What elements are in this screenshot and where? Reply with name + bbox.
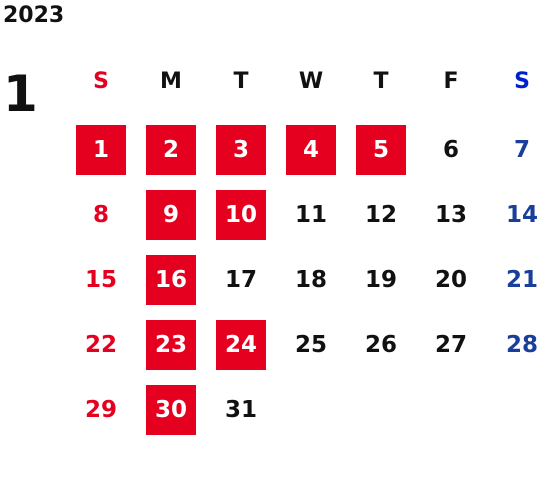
day-cell: 6 bbox=[442, 137, 459, 163]
holiday-highlight bbox=[216, 190, 266, 240]
month-number: 1 bbox=[3, 65, 38, 123]
day-cell: 3 bbox=[232, 137, 249, 163]
day-cell: 19 bbox=[364, 267, 397, 293]
holiday-highlight bbox=[146, 190, 196, 240]
day-cell: 31 bbox=[224, 397, 257, 423]
day-cell: 11 bbox=[294, 202, 327, 228]
day-cell: 8 bbox=[92, 202, 109, 228]
day-cell: 28 bbox=[505, 332, 538, 358]
holiday-highlight bbox=[146, 255, 196, 305]
weekday-header-5: F bbox=[443, 69, 459, 94]
weekday-header-3: W bbox=[298, 69, 324, 94]
year-label: 2023 bbox=[3, 3, 65, 28]
day-cell: 20 bbox=[434, 267, 467, 293]
day-cell: 27 bbox=[434, 332, 467, 358]
day-cell: 16 bbox=[154, 267, 187, 293]
day-cell: 4 bbox=[302, 137, 319, 163]
day-cell: 12 bbox=[364, 202, 397, 228]
day-cell: 29 bbox=[84, 397, 117, 423]
day-cell: 26 bbox=[364, 332, 397, 358]
day-cell: 24 bbox=[224, 332, 257, 358]
day-cell: 17 bbox=[224, 267, 257, 293]
weekday-header-0: S bbox=[93, 69, 109, 94]
day-cell: 23 bbox=[154, 332, 187, 358]
weekday-header-2: T bbox=[233, 69, 249, 94]
day-cell: 2 bbox=[162, 137, 179, 163]
day-cell: 14 bbox=[505, 202, 538, 228]
holiday-highlight bbox=[146, 320, 196, 370]
day-cell: 25 bbox=[294, 332, 327, 358]
day-cell: 21 bbox=[505, 267, 538, 293]
day-cell: 15 bbox=[84, 267, 117, 293]
day-cell: 13 bbox=[434, 202, 467, 228]
day-cell: 7 bbox=[513, 137, 530, 163]
holiday-highlight bbox=[356, 125, 406, 175]
holiday-highlight bbox=[216, 320, 266, 370]
day-cell: 1 bbox=[92, 137, 109, 163]
day-cell: 30 bbox=[154, 397, 187, 423]
weekday-header-1: M bbox=[160, 69, 182, 94]
holiday-highlight bbox=[286, 125, 336, 175]
holiday-highlight bbox=[146, 385, 196, 435]
weekday-header-6: S bbox=[514, 69, 530, 94]
holiday-highlight bbox=[146, 125, 196, 175]
day-cell: 18 bbox=[294, 267, 327, 293]
holiday-highlight bbox=[76, 125, 126, 175]
day-cell: 10 bbox=[224, 202, 257, 228]
weekday-header-4: T bbox=[373, 69, 389, 94]
holiday-highlight bbox=[216, 125, 266, 175]
day-cell: 22 bbox=[84, 332, 117, 358]
day-cell: 9 bbox=[162, 202, 179, 228]
day-cell: 5 bbox=[372, 137, 389, 163]
